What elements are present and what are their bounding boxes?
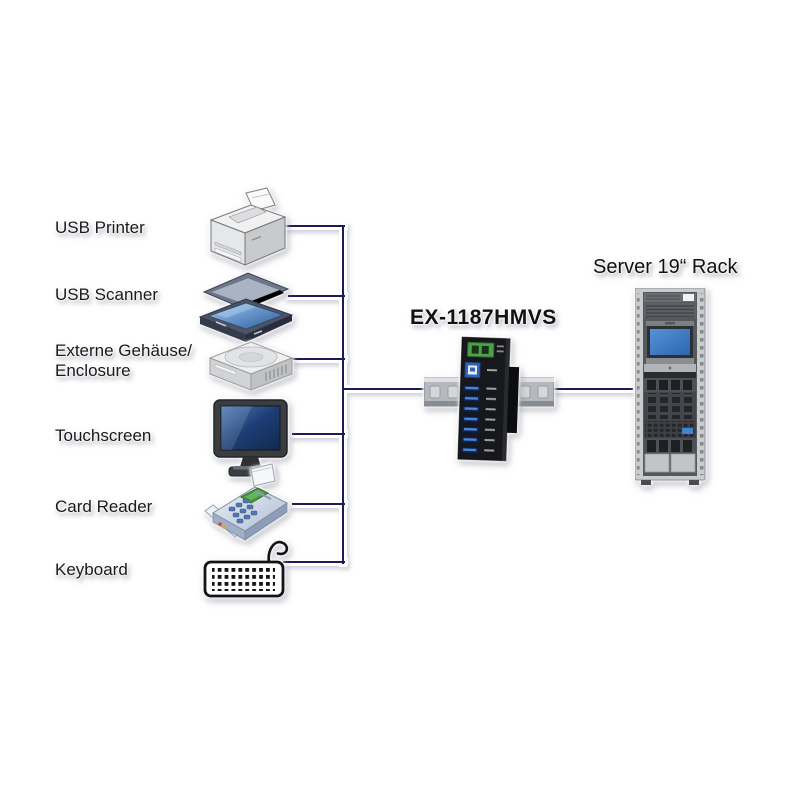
- device-label-usb-scanner: USB Scanner: [55, 285, 158, 304]
- device-label-usb-printer: USB Printer: [55, 218, 145, 237]
- printer-icon: [209, 187, 287, 266]
- keyboard-icon: [203, 540, 289, 598]
- usb-hub-graphic: [457, 336, 520, 462]
- server-rack-label: Server 19“ Rack: [593, 256, 738, 278]
- device-label-line1: Externe Gehäuse/: [55, 341, 193, 360]
- touchscreen-icon: [213, 399, 288, 477]
- device-label-keyboard: Keyboard: [55, 560, 128, 579]
- server-rack-graphic: [635, 288, 706, 485]
- device-label-card-reader: Card Reader: [55, 497, 153, 516]
- device-label-external-enclosure: Externe Gehäuse/ Enclosure: [55, 341, 192, 381]
- device-label-touchscreen: Touchscreen: [55, 426, 152, 445]
- hub-label: EX-1187HMVS: [410, 306, 557, 329]
- device-label-line2: Enclosure: [55, 361, 131, 380]
- hard-drive-icon: [208, 341, 294, 391]
- scanner-icon: [198, 272, 294, 342]
